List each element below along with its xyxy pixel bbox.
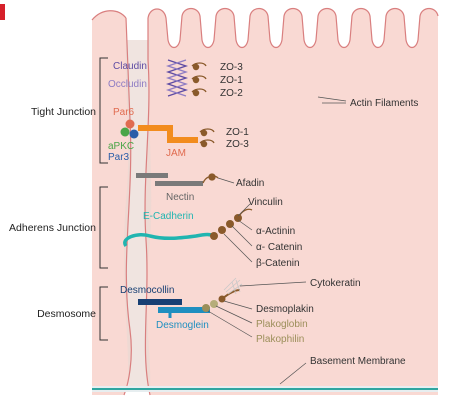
desmoglein-label: Desmoglein bbox=[156, 320, 209, 331]
desmocollin-label: Desmocollin bbox=[120, 285, 174, 296]
group-label-desmosome: Desmosome bbox=[37, 308, 96, 320]
actinin-label: α-Actinin bbox=[256, 226, 295, 237]
par3-label: Par3 bbox=[108, 152, 130, 163]
par6-label: Par6 bbox=[113, 107, 135, 118]
cytokeratin-label: Cytokeratin bbox=[310, 278, 361, 289]
zo-label-lower-2: ZO-3 bbox=[226, 139, 249, 150]
ecadherin-label: E-Cadherin bbox=[143, 211, 194, 222]
beta-catenin-label: β-Catenin bbox=[256, 258, 300, 269]
nectin-label: Nectin bbox=[166, 192, 194, 203]
group-label-adherens: Adherens Junction bbox=[9, 222, 96, 234]
par3-dot bbox=[130, 130, 139, 139]
nectin-left bbox=[136, 173, 168, 178]
vinculin-label: Vinculin bbox=[248, 197, 283, 208]
zo-label-upper-1: ZO-3 bbox=[220, 62, 243, 73]
basement-label: Basement Membrane bbox=[310, 356, 406, 367]
desmoplakin-label: Desmoplakin bbox=[256, 304, 314, 315]
plakoglobin-label: Plakoglobin bbox=[256, 319, 308, 330]
plakophilin-label: Plakophilin bbox=[256, 334, 304, 345]
jam-label: JAM bbox=[166, 148, 186, 159]
desmocollin-bar bbox=[138, 299, 182, 305]
apkc-dot bbox=[121, 128, 130, 137]
group-label-tight: Tight Junction bbox=[31, 106, 96, 118]
actin-label: Actin Filaments bbox=[350, 98, 418, 109]
zo-label-upper-2: ZO-1 bbox=[220, 75, 243, 86]
par6-dot bbox=[126, 120, 135, 129]
afadin-label: Afadin bbox=[236, 178, 264, 189]
zo-label-upper-3: ZO-2 bbox=[220, 88, 243, 99]
alpha-catenin-label: α- Catenin bbox=[256, 242, 302, 253]
nectin-right bbox=[155, 181, 203, 186]
apkc-label: aPKC bbox=[108, 141, 134, 152]
basement-membrane bbox=[92, 386, 438, 392]
zo-label-lower-1: ZO-1 bbox=[226, 127, 249, 138]
claudin-label: Claudin bbox=[113, 61, 147, 72]
occludin-label: Occludin bbox=[108, 79, 147, 90]
